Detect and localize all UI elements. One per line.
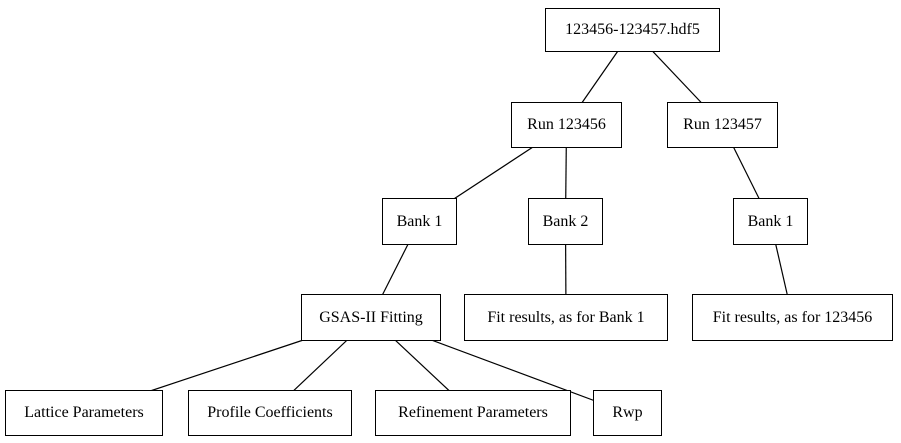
node-label: Fit results, as for 123456 bbox=[712, 308, 873, 326]
node-refinement-parameters: Refinement Parameters bbox=[375, 390, 571, 436]
node-run-123457: Run 123457 bbox=[667, 102, 778, 148]
node-label: GSAS-II Fitting bbox=[319, 308, 423, 326]
node-fit-results-123456: Fit results, as for 123456 bbox=[692, 294, 893, 341]
node-label: Bank 1 bbox=[396, 212, 443, 230]
node-hdf5-file: 123456-123457.hdf5 bbox=[545, 8, 720, 52]
node-bank2-run123456: Bank 2 bbox=[528, 198, 603, 245]
node-label: Lattice Parameters bbox=[24, 404, 144, 421]
node-label: Bank 2 bbox=[542, 212, 589, 230]
node-bank1-run123456: Bank 1 bbox=[382, 198, 457, 245]
node-label: Refinement Parameters bbox=[398, 404, 548, 421]
node-label: Fit results, as for Bank 1 bbox=[487, 308, 645, 326]
node-profile-coefficients: Profile Coefficients bbox=[188, 390, 352, 436]
node-label: Bank 1 bbox=[747, 212, 794, 230]
node-run-123456: Run 123456 bbox=[511, 102, 622, 148]
node-label: 123456-123457.hdf5 bbox=[565, 21, 700, 38]
node-fit-results-bank1: Fit results, as for Bank 1 bbox=[464, 294, 668, 341]
node-bank1-run123457: Bank 1 bbox=[733, 198, 808, 245]
node-rwp: Rwp bbox=[593, 390, 662, 436]
node-label: Profile Coefficients bbox=[207, 404, 333, 421]
node-gsas2-fitting: GSAS-II Fitting bbox=[301, 294, 441, 341]
node-label: Run 123457 bbox=[683, 116, 762, 133]
node-label: Run 123456 bbox=[527, 116, 606, 133]
node-lattice-parameters: Lattice Parameters bbox=[5, 390, 163, 436]
node-label: Rwp bbox=[612, 404, 643, 421]
